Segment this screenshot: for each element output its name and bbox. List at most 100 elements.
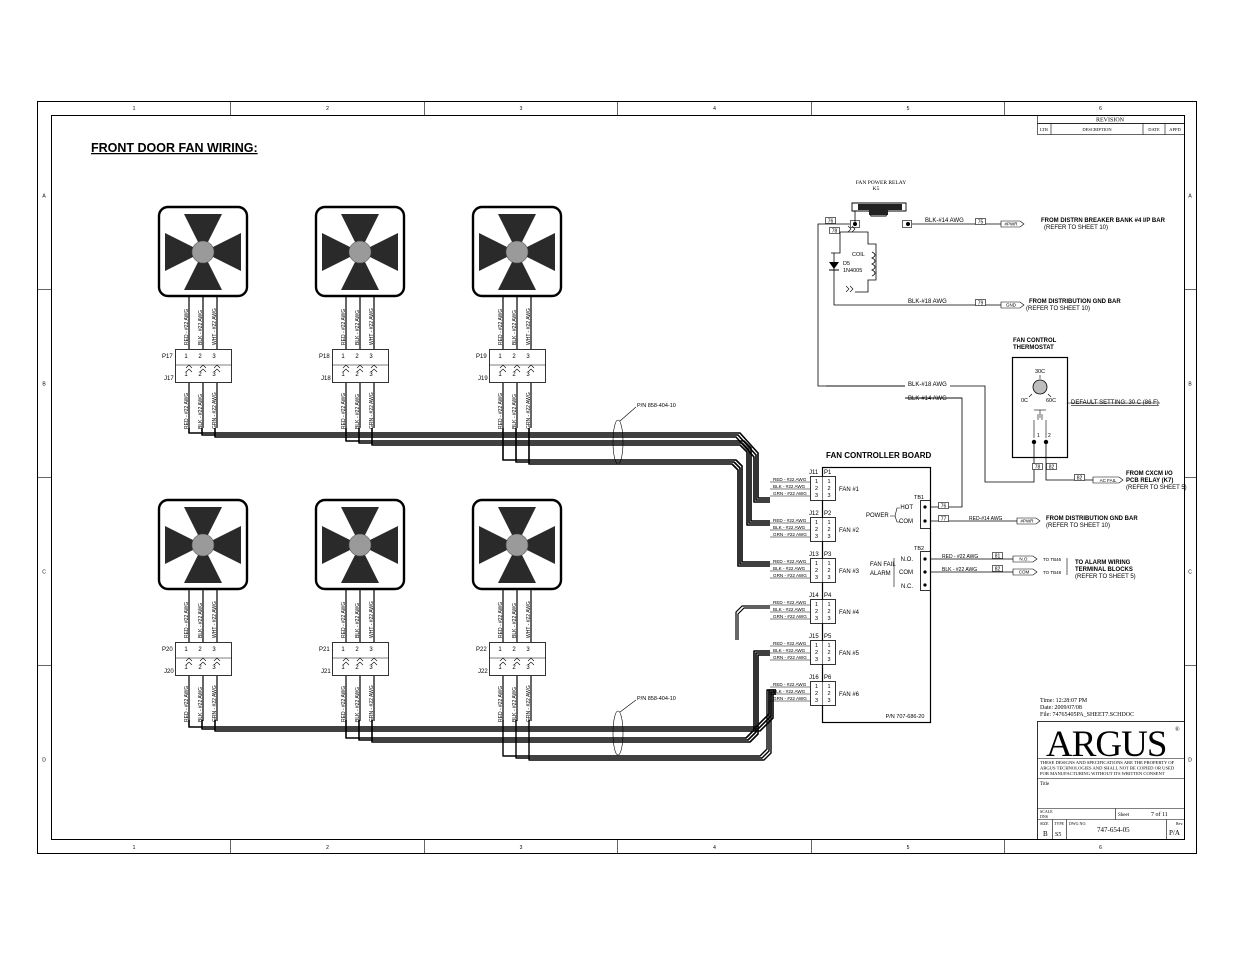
fan-pin-bottom: 2 (512, 372, 516, 378)
tb1-com: COM (899, 519, 913, 525)
board-wire-label: RED - #22 AWG (773, 477, 807, 482)
board-pin-right: 2 (827, 609, 830, 615)
relay-blk14: BLK-#14 AWG (925, 218, 964, 224)
gnd-tag: GND (1006, 303, 1017, 308)
zone-col-bottom: 1 (133, 845, 136, 851)
tb2-blk-wire: BLK - #22 AWG (942, 567, 977, 573)
tag-76-relay: 76 (828, 219, 834, 225)
revision-block: REVISION LTR DESCRIPTION DATE APPD (1037, 115, 1185, 135)
fan-blades-icon (479, 214, 555, 290)
relay-d5: D5 (843, 261, 850, 267)
zone-col-top: 3 (520, 106, 523, 112)
board-fan-label: FAN #1 (839, 487, 860, 493)
board-pn: P/N 707-686-20 (886, 714, 925, 720)
board-wire-label: RED - #22 AWG (773, 518, 807, 523)
fan-blades-icon (479, 507, 555, 583)
board-fan-label: FAN #6 (839, 692, 860, 698)
zone-row-right: B (1188, 382, 1192, 388)
tb-size-val: B (1043, 830, 1048, 838)
board-wire-label: BLK - #22 AWG (773, 566, 806, 571)
board-p-label: P2 (824, 511, 832, 517)
fan-jack-label: J20 (164, 669, 174, 675)
relay-blk18: BLK-#18 AWG (908, 299, 947, 305)
board-pin-right: 3 (827, 493, 830, 499)
board-wire-label: BLK - #22 AWG (773, 648, 806, 653)
relay-refer10a: (REFER TO SHEET 10) (1044, 225, 1108, 231)
revision-col-ltr: LTR (1040, 127, 1048, 132)
fan-bottom-wire-label: RED - #22 AWG (184, 393, 190, 429)
fan-blades-icon (165, 507, 241, 583)
thermo-pin1: 1 (1037, 433, 1040, 439)
acfail-tag: AC FAIL (1100, 478, 1117, 483)
fan-pin-top: 3 (526, 647, 530, 653)
board-wire-label: GRN - #22 AWG (773, 614, 807, 619)
to-tb46: TO TB46 (1043, 557, 1062, 562)
relay-title: FAN POWER RELAY (856, 180, 906, 186)
board-wire-label: GRN - #22 AWG (773, 573, 807, 578)
fan-hub-icon (505, 533, 529, 557)
tb-sheet-label: Sheet (1118, 813, 1130, 818)
to-alarm-2: TERMINAL BLOCKS (1075, 567, 1133, 573)
board-pin-left: 1 (815, 643, 818, 649)
power-label: POWER (866, 513, 889, 519)
board-pin-left: 2 (815, 691, 818, 697)
board-pin-right: 2 (827, 527, 830, 533)
zone-row-right: C (1188, 570, 1192, 576)
tb-type-val: S5 (1055, 832, 1061, 838)
fan-hub-icon (348, 533, 372, 557)
fan-pin-top: 2 (198, 647, 202, 653)
fan-jack-label: J19 (478, 376, 488, 382)
fan-pin-bottom: 3 (212, 665, 216, 671)
fan-top-wire-label: BLK - #22 AWG (512, 310, 518, 345)
board-pin-right: 3 (827, 575, 830, 581)
board-pin-right: 1 (827, 643, 830, 649)
fan-bottom-wire-label: RED - #22 AWG (498, 686, 504, 722)
fan-top-wire-label: RED - #22 AWG (498, 602, 504, 638)
board-pin-right: 1 (827, 561, 830, 567)
fan-jack-label: J17 (164, 376, 174, 382)
board-pin-right: 1 (827, 520, 830, 526)
fan-pin-bottom: 3 (369, 372, 373, 378)
fan-pin-top: 3 (369, 647, 373, 653)
tb2-red-wire: RED - #22 AWG (942, 554, 978, 560)
com-tag: COM (1019, 570, 1030, 575)
board-wire-label: BLK - #22 AWG (773, 525, 806, 530)
fan-plug-label: P20 (162, 647, 173, 653)
tb-rev-label: Rev. (1176, 821, 1183, 826)
fan-bottom-wire-label: GRN - #22 AWG (212, 392, 218, 429)
zone-col-top: 6 (1099, 106, 1102, 112)
zone-col-top: 1 (133, 106, 136, 112)
board-pin-right: 3 (827, 616, 830, 622)
fan-bottom-wire-label: RED - #22 AWG (498, 393, 504, 429)
board-pin-left: 1 (815, 561, 818, 567)
fan-pin-top: 1 (498, 647, 502, 653)
board-pin-right: 3 (827, 534, 830, 540)
page-title: FRONT DOOR FAN WIRING: (91, 141, 258, 155)
tb-time: Time: 12:28:07 PM (1040, 698, 1088, 704)
zone-col-top: 4 (713, 106, 716, 112)
tb2-no: N.O. (901, 557, 914, 563)
board-pin-right: 2 (827, 486, 830, 492)
board-j-label: J13 (809, 552, 819, 558)
fan-top-wire-label: BLK - #22 AWG (355, 603, 361, 638)
board-pin-right: 2 (827, 691, 830, 697)
fan-top-wire-label: BLK - #22 AWG (198, 603, 204, 638)
board-title: FAN CONTROLLER BOARD (826, 451, 932, 460)
fan-top-wire-label: BLK - #22 AWG (355, 310, 361, 345)
zone-col-bottom: 5 (907, 845, 910, 851)
tag-82-tb2: 82 (995, 567, 1001, 573)
fan-pin-bottom: 2 (198, 665, 202, 671)
fan-plug-label: P22 (476, 647, 487, 653)
fan-jack-label: J22 (478, 669, 488, 675)
board-wire-label: BLK - #22 AWG (773, 607, 806, 612)
no-tag: N.O. (1019, 557, 1028, 562)
fan-plug-label: P17 (162, 354, 173, 360)
board-wire-label: RED - #22 AWG (773, 641, 807, 646)
relay-coil: COIL (852, 252, 865, 258)
revision-header: REVISION (1096, 118, 1125, 124)
tb-notice-2: ARGUS TECHNOLOGIES AND SHALL NOT BE COPI… (1040, 766, 1175, 771)
